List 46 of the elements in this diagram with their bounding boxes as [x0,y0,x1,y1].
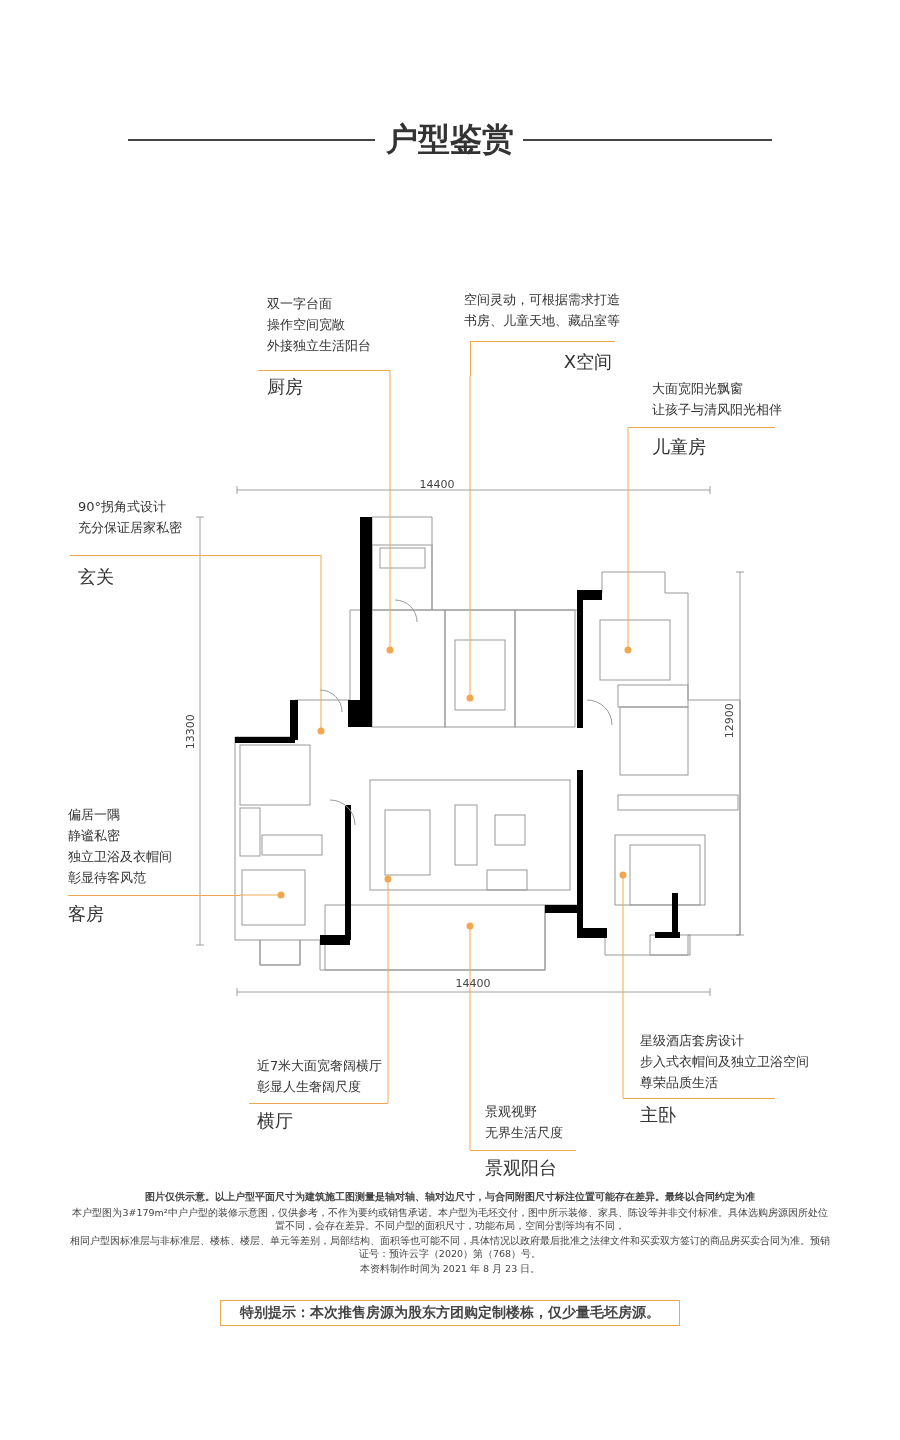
callout-dot [466,922,474,930]
callout-text: 彰显人生奢阔尺度 [257,1078,361,1096]
disclaimer-text: 图片仅供示意。以上户型平面尺寸为建筑施工图测量是轴对轴、轴对边尺寸，与合同附图尺寸标注位置可能存在差异。最终以合同约定为准 [144,1190,756,1204]
disclaimer-text: 本户型图为3#179m²中户户型的装修示意图，仅供参考，不作为要约或销售承诺。本户型为毛坯交付，图中所示装修、家具、陈设等并非交付标准。具体选购房源因所处位置不同，会存在差异。不同户型的面积尺寸，功能布局，空间分割等均有不同， [71,1206,829,1233]
callout-text: 尊荣品质生活 [640,1074,718,1092]
callout-text: 景观视野 [485,1103,537,1121]
room-name: 景观阳台 [485,1157,557,1179]
callout-text: 空间灵动，可根据需求打造 [464,291,620,309]
callout-text: 双一字台面 [267,295,332,313]
callout-text: 步入式衣帽间及独立卫浴空间 [640,1053,809,1071]
room-name: 主卧 [640,1104,676,1126]
callout-text: 大面宽阳光飘窗 [652,380,743,398]
room-name: 玄关 [78,566,114,588]
callout-text: 操作空间宽敞 [267,316,345,334]
disclaimer-text: 本资料制作时间为 2021 年 8 月 23 日。 [358,1262,542,1276]
dimension-text: 13300 [183,713,199,752]
notice-banner: 特别提示：本次推售房源为股东方团购定制楼栋，仅少量毛坯房源。 [220,1300,680,1326]
callout-text: 静谧私密 [68,827,120,845]
callout-dot [624,646,632,654]
callout-dot [466,694,474,702]
callout-text: 偏居一隅 [68,806,120,824]
callout-text: 书房、儿童天地、藏品室等 [464,312,620,330]
callout-text: 让孩子与清风阳光相伴 [652,401,782,419]
callout-text: 独立卫浴及衣帽间 [68,848,172,866]
callout-text: 外接独立生活阳台 [267,337,371,355]
callout-dot [317,727,325,735]
callout-text: 充分保证居家私密 [78,519,182,537]
callout-text: 90°拐角式设计 [78,498,167,516]
dimension-text: 14400 [454,976,492,992]
dimension-text: 12900 [722,702,738,741]
room-name: 厨房 [267,376,303,398]
callout-dot [384,875,392,883]
callout-text: 无界生活尺度 [485,1124,563,1142]
callout-text: 星级酒店套房设计 [640,1032,744,1050]
callout-dot [619,871,627,879]
callout-dot [277,891,285,899]
dimension-text: 14400 [418,477,456,493]
page-title: 户型鉴赏 [385,119,515,160]
callout-text: 近7米大面宽奢阔横厅 [257,1057,383,1075]
callout-dot [386,646,394,654]
room-name: X空间 [563,351,612,373]
callout-text: 彰显待客风范 [68,869,146,887]
disclaimer-text: 相同户型因标准层与非标准层、楼栋、楼层、单元等差别，局部结构、面积等也可能不同，具体情况以政府最后批准之法律文件和买卖双方签订的商品房买卖合同为准。预销证号：预许云字（2020）第（768）号。 [70,1234,830,1261]
room-name: 儿童房 [652,436,706,458]
room-name: 横厅 [257,1110,293,1132]
room-name: 客房 [68,903,104,925]
